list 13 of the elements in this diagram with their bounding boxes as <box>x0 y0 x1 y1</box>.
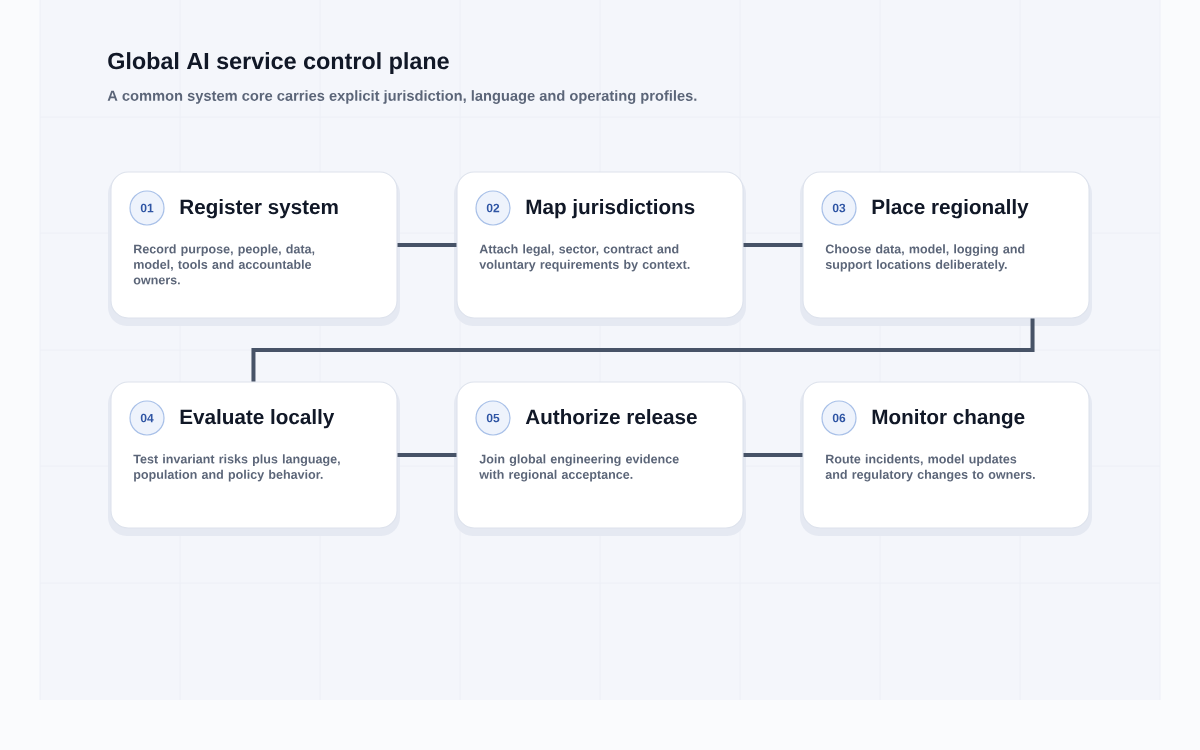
connector-line <box>397 453 457 457</box>
connector-line <box>743 243 803 247</box>
number-badge: 04 <box>129 400 165 436</box>
connector-line <box>251 318 1035 382</box>
connector-line <box>397 243 457 247</box>
number-badge: 01 <box>129 190 165 226</box>
number-badge: 06 <box>821 400 857 436</box>
connector-line <box>743 453 803 457</box>
subtitle: A common system core carries explicit jurisdiction, language and operating profiles. <box>107 90 697 104</box>
title: Global AI service control plane <box>108 52 449 74</box>
number-badge: 03 <box>821 190 857 226</box>
number-badge: 05 <box>475 400 511 436</box>
number-badge: 02 <box>475 190 511 226</box>
